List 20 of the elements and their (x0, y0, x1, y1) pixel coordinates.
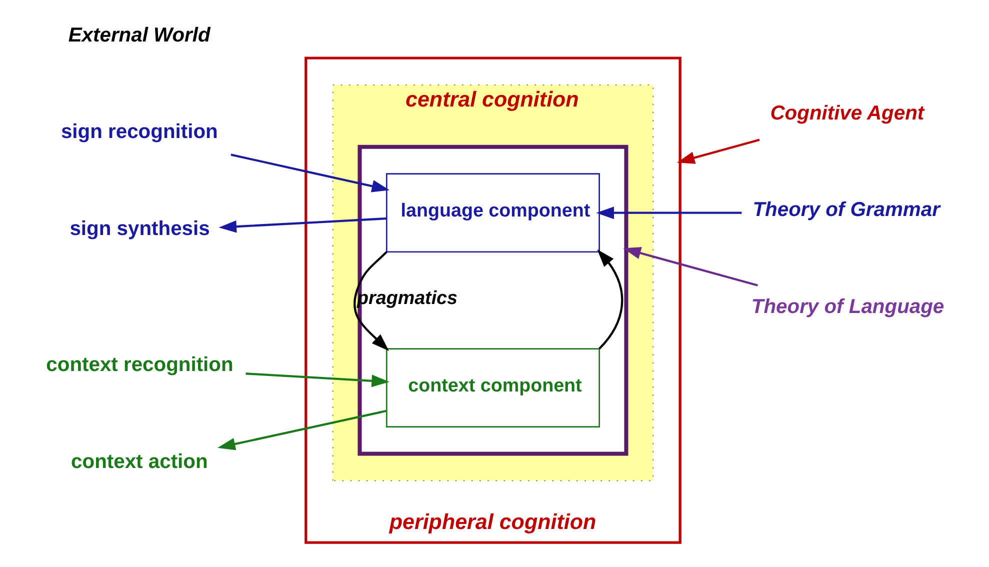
arrow (352, 251, 389, 352)
node-text: Cognitive Agent (770, 102, 924, 124)
node-text: sign recognition (60, 121, 218, 144)
node-text: context action (70, 450, 208, 473)
arrow (230, 154, 390, 192)
arrow (622, 247, 758, 286)
node-box: context component (385, 348, 600, 428)
arrow (596, 206, 742, 220)
node-text: sign synthesis (69, 218, 210, 240)
arrow (676, 138, 760, 164)
arrow (216, 410, 386, 450)
arrow (245, 372, 389, 388)
node-text: context recognition (46, 354, 233, 376)
cluster (357, 144, 628, 456)
node-box: language component (385, 173, 600, 253)
node-text: Theory of Grammar (752, 199, 940, 222)
arrow (596, 249, 623, 350)
arrow (218, 217, 386, 233)
label: External World (68, 24, 210, 46)
node-text: Theory of Language (750, 296, 944, 318)
